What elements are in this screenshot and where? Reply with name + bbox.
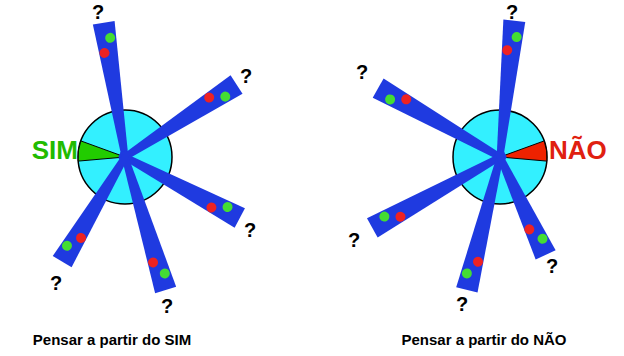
spoke	[53, 146, 138, 267]
question-mark: ?	[546, 255, 558, 277]
no-label: NÃO	[549, 136, 607, 165]
yes-label: SIM	[32, 136, 78, 165]
question-mark: ?	[506, 1, 518, 23]
question-mark: ?	[456, 293, 468, 315]
yes-wedge	[78, 141, 125, 161]
question-mark: ?	[356, 61, 368, 83]
spoke	[114, 75, 243, 169]
caption-text: Pensar a partir do NÃO	[401, 332, 566, 349]
spoke	[373, 78, 511, 169]
question-mark: ?	[50, 272, 62, 294]
question-mark: ?	[161, 295, 173, 317]
question-mark: ?	[240, 65, 252, 87]
spoke	[487, 147, 555, 260]
question-mark: ?	[92, 1, 104, 23]
question-mark: ?	[244, 219, 256, 241]
question-mark: ?	[348, 229, 360, 251]
no-wedge	[500, 141, 547, 161]
spoke	[488, 20, 525, 165]
spoke	[93, 21, 137, 165]
caption-text: Pensar a partir do SIM	[33, 332, 191, 349]
spoke	[113, 148, 176, 293]
